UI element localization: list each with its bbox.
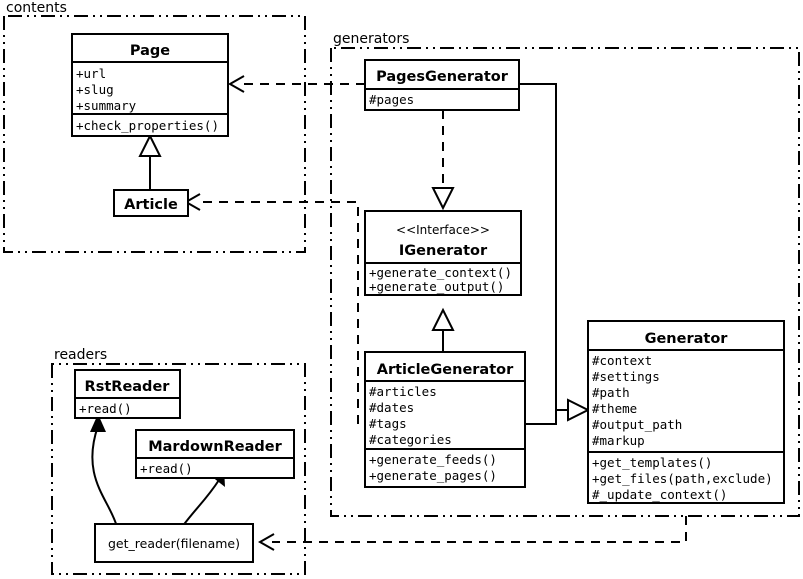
class-igenerator-method-1: +generate_output()	[369, 279, 504, 294]
relation-pagesgenerator-uses-page	[227, 75, 365, 93]
class-rst-reader-box	[74, 369, 181, 419]
class-generator[interactable]: Generator #context #settings #path #them…	[587, 320, 785, 504]
class-mardown-reader-name: MardownReader	[148, 439, 282, 455]
open-arrowhead-page	[227, 75, 245, 93]
package-readers-label: readers	[54, 347, 107, 363]
generalization-line-articlegenerator-generator	[525, 410, 557, 425]
relation-generators-inherit-generator	[519, 83, 591, 425]
class-article-generator-method-0: +generate_feeds()	[369, 452, 497, 467]
relation-pagesgenerator-realizes-igenerator	[431, 110, 455, 211]
class-igenerator-stereotype: <<Interface>>	[396, 223, 490, 237]
open-arrowhead-get-reader	[257, 533, 275, 551]
relation-articlegenerator-uses-article	[183, 193, 359, 424]
class-igenerator-name: IGenerator	[399, 243, 488, 259]
create-line-rstreader	[91, 425, 118, 528]
dependency-line-article	[198, 201, 359, 424]
class-igenerator-box	[364, 210, 522, 296]
class-article-generator-name: ArticleGenerator	[377, 362, 514, 378]
class-article-generator[interactable]: ArticleGenerator #articles #dates #tags …	[364, 351, 526, 488]
class-article-box	[113, 189, 189, 217]
class-rst-reader[interactable]: RstReader +read()	[74, 369, 181, 419]
class-article-name: Article	[124, 197, 178, 213]
package-generators-label: generators	[333, 31, 409, 47]
class-pages-generator-name: PagesGenerator	[376, 69, 509, 85]
class-generator-attr-3: #theme	[592, 401, 637, 416]
class-article-generator-box	[364, 351, 526, 488]
package-readers-border	[51, 363, 306, 575]
class-article-generator-method-1: +generate_pages()	[369, 468, 497, 483]
package-contents: contents	[3, 0, 306, 253]
function-get-reader[interactable]: get_reader(filename)	[94, 523, 254, 563]
class-pages-generator-attr-0: #pages	[369, 92, 414, 107]
class-generator-name: Generator	[645, 331, 729, 347]
class-pages-generator-box	[364, 59, 520, 111]
class-rst-reader-method-0: +read()	[79, 401, 132, 416]
class-generator-box	[587, 320, 785, 504]
class-article-generator-attr-3: #categories	[369, 432, 452, 447]
dependency-line-get-reader	[272, 516, 687, 543]
class-generator-attr-1: #settings	[592, 369, 660, 384]
class-rst-reader-name: RstReader	[85, 379, 171, 395]
class-page-attr-2: +summary	[76, 98, 137, 113]
package-contents-label: contents	[6, 0, 67, 16]
class-article[interactable]: Article	[113, 189, 189, 217]
class-mardown-reader-box	[135, 429, 295, 479]
class-igenerator[interactable]: <<Interface>> IGenerator +generate_conte…	[364, 210, 522, 296]
create-line-mardownreader	[181, 479, 220, 528]
class-page-attr-1: +slug	[76, 82, 114, 97]
package-generators: generators	[330, 31, 800, 517]
function-get-reader-box	[94, 523, 254, 563]
class-generator-attr-0: #context	[592, 353, 652, 368]
class-page-attr-0: +url	[76, 66, 106, 81]
class-article-generator-attr-0: #articles	[369, 384, 437, 399]
class-page-name: Page	[130, 43, 170, 59]
class-article-generator-attr-2: #tags	[369, 416, 407, 431]
class-pages-generator[interactable]: PagesGenerator #pages	[364, 59, 520, 111]
package-readers: readers	[51, 347, 306, 575]
class-page[interactable]: Page +url +slug +summary +check_properti…	[71, 33, 229, 137]
hollow-triangle-igenerator-top	[431, 187, 455, 211]
relation-generator-uses-get-reader	[257, 516, 687, 551]
class-generator-method-1: +get_files(path,exclude)	[592, 471, 773, 486]
class-mardown-reader[interactable]: MardownReader +read()	[135, 429, 295, 479]
generalization-line-pagesgenerator-generator	[519, 83, 568, 411]
hollow-triangle-page	[138, 133, 162, 157]
class-generator-attr-5: #markup	[592, 433, 645, 448]
class-igenerator-method-0: +generate_context()	[369, 265, 512, 280]
class-generator-attr-2: #path	[592, 385, 630, 400]
class-generator-method-2: #_update_context()	[592, 487, 727, 502]
relation-articlegenerator-realizes-igenerator	[431, 307, 455, 352]
function-get-reader-name: get_reader(filename)	[108, 536, 240, 551]
package-generators-border	[330, 47, 800, 517]
relation-article-inherits-page	[138, 133, 162, 190]
class-mardown-reader-method-0: +read()	[140, 461, 193, 476]
class-page-method-0: +check_properties()	[76, 118, 219, 133]
hollow-triangle-generator	[567, 398, 591, 422]
package-contents-border	[3, 15, 306, 253]
solid-arrowhead-rstreader	[90, 414, 106, 432]
hollow-triangle-igenerator-bottom	[431, 307, 455, 331]
class-page-box	[71, 33, 229, 137]
class-article-generator-attr-1: #dates	[369, 400, 414, 415]
class-generator-attr-4: #output_path	[592, 417, 682, 432]
class-generator-method-0: +get_templates()	[592, 455, 712, 470]
relation-get-reader-creates-rstreader	[90, 414, 118, 528]
